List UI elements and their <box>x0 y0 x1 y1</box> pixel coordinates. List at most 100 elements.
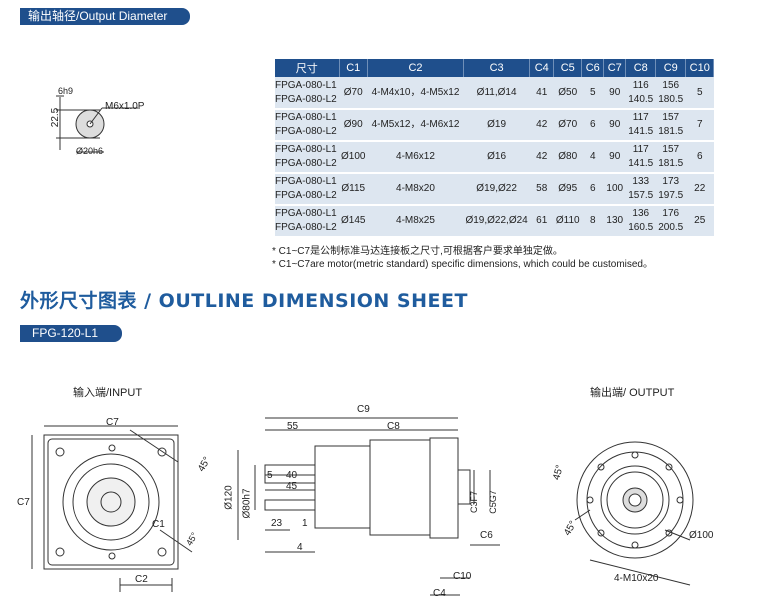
height-label: 22.5 <box>50 107 62 128</box>
side-c3-label: C3F7 <box>469 490 480 514</box>
table-cell-c6: 6 <box>581 109 604 142</box>
side-45-label: 45 <box>286 481 298 492</box>
table-cell-c7: 90 <box>603 141 626 174</box>
table-cell-c4: 42 <box>529 141 554 174</box>
table-cell-line: 133 <box>632 176 650 187</box>
table-cell-c6: 5 <box>581 77 604 110</box>
table-cell-line: 160.5 <box>628 222 654 233</box>
side-c9-label: C9 <box>357 404 370 415</box>
table-cell-line: FPGA-080-L1 <box>275 208 337 219</box>
table-cell-c3: Ø19 <box>463 109 530 142</box>
side-1-label: 1 <box>302 518 308 529</box>
side-120-label: Ø120 <box>223 485 235 510</box>
table-cell-line: 176 <box>662 208 680 219</box>
side-c4-label: C4 <box>433 588 446 599</box>
table-header-cell: C1 <box>339 59 368 77</box>
side-c10-label: C10 <box>453 571 472 582</box>
table-cell-c7: 90 <box>603 77 626 110</box>
thread-label: M6x1.0P <box>105 101 145 112</box>
table-header-cell: C6 <box>581 59 605 77</box>
table-cell-line: 140.5 <box>628 93 654 105</box>
table-cell-c10: 22 <box>685 173 714 206</box>
table-cell-line: 181.5 <box>658 158 684 169</box>
side-c5-label: C5G7 <box>487 490 498 514</box>
table-header-cell: C4 <box>529 59 555 77</box>
side-5-label: 5 <box>267 470 273 481</box>
side-80-label: Ø80h7 <box>241 488 253 519</box>
input-c7-top-label: C7 <box>106 417 119 428</box>
table-cell-line: FPGA-080-L1 <box>275 112 337 123</box>
table-cell-c2: 4-M6x12 <box>367 141 464 174</box>
side-40-label: 40 <box>286 470 298 481</box>
table-cell-c6: 8 <box>581 205 604 238</box>
table-cell-line: FPGA-080-L1 <box>275 144 337 155</box>
table-cell-c5: Ø80 <box>553 141 582 174</box>
output-holes-label: 4-M10x20 <box>614 573 659 584</box>
table-notes: * C1~C7是公制标准马达连接板之尺寸,可根据客户要求单独定做。 * C1~C… <box>272 245 653 271</box>
table-cell-line: 156 <box>662 79 680 91</box>
input-view-drawing <box>31 425 193 592</box>
table-cell-c1: Ø90 <box>339 109 368 142</box>
table-cell-c9: 156 180.5 <box>655 77 686 110</box>
table-cell-line: 157.5 <box>628 190 654 201</box>
shaft-section-drawing <box>56 95 138 153</box>
dimension-table: 尺寸 C1 C2 C3 C4 C5 C6 C7 C8 C9 C10 FPGA-0… <box>275 59 715 238</box>
table-cell-line: 157 <box>662 112 680 123</box>
note-line: * C1~C7是公制标准马达连接板之尺寸,可根据客户要求单独定做。 <box>272 246 563 257</box>
table-cell-line: 197.5 <box>658 190 684 201</box>
output-100-label: Ø100 <box>689 530 714 541</box>
output-view-drawing <box>574 441 694 586</box>
table-cell-line: FPGA-080-L2 <box>275 190 337 201</box>
table-cell-c10: 5 <box>685 77 714 110</box>
table-cell-line: 173 <box>662 176 680 187</box>
shaft-diameter-label: Ø20h6 <box>76 146 104 156</box>
note-line: * C1~C7are motor(metric standard) specif… <box>272 259 653 270</box>
table-header-cell: C9 <box>655 59 687 77</box>
input-view-title: 输入端/INPUT <box>73 387 143 399</box>
output-diameter-tag: 输出轴径/Output Diameter <box>20 8 190 25</box>
table-cell-c6: 6 <box>581 173 604 206</box>
table-cell-c10: 25 <box>685 205 714 238</box>
table-cell-c5: Ø95 <box>553 173 582 206</box>
table-cell-line: 117 <box>632 112 649 123</box>
table-header-cell: C5 <box>553 59 583 77</box>
table-cell-line: 141.5 <box>628 126 654 137</box>
table-header-cell: C7 <box>603 59 627 77</box>
table-cell-line: FPGA-080-L2 <box>275 222 337 233</box>
table-header-cell: C3 <box>463 59 531 77</box>
table-cell-line: 180.5 <box>658 93 684 105</box>
table-cell-c2: 4-M8x25 <box>367 205 464 238</box>
table-cell-c1: Ø100 <box>339 141 368 174</box>
table-cell-c4: 58 <box>529 173 554 206</box>
table-cell-c5: Ø70 <box>553 109 582 142</box>
table-cell-c1: Ø70 <box>339 77 368 110</box>
table-cell-c8: 116 140.5 <box>625 77 656 110</box>
table-header-cell: 尺寸 <box>275 59 340 77</box>
table-cell-c5: Ø110 <box>553 205 582 238</box>
table-cell-c7: 130 <box>603 205 626 238</box>
side-4-label: 4 <box>297 542 303 553</box>
table-cell-c10: 6 <box>685 141 714 174</box>
input-c7-side-label: C7 <box>17 497 30 508</box>
side-55-label: 55 <box>287 421 299 432</box>
output-view-title: 输出端/ OUTPUT <box>590 387 675 399</box>
input-c2-label: C2 <box>135 574 148 585</box>
input-c1-label: C1 <box>152 519 165 530</box>
side-c6-label: C6 <box>480 530 493 541</box>
side-c8-label: C8 <box>387 421 400 432</box>
table-cell-line: 116 <box>632 79 649 91</box>
table-cell-line: FPGA-080-L2 <box>275 93 337 105</box>
table-cell-line: FPGA-080-L1 <box>275 176 337 187</box>
table-cell-c6: 4 <box>581 141 604 174</box>
sheet-title: 外形尺寸图表 / OUTLINE DIMENSION SHEET <box>20 290 468 312</box>
